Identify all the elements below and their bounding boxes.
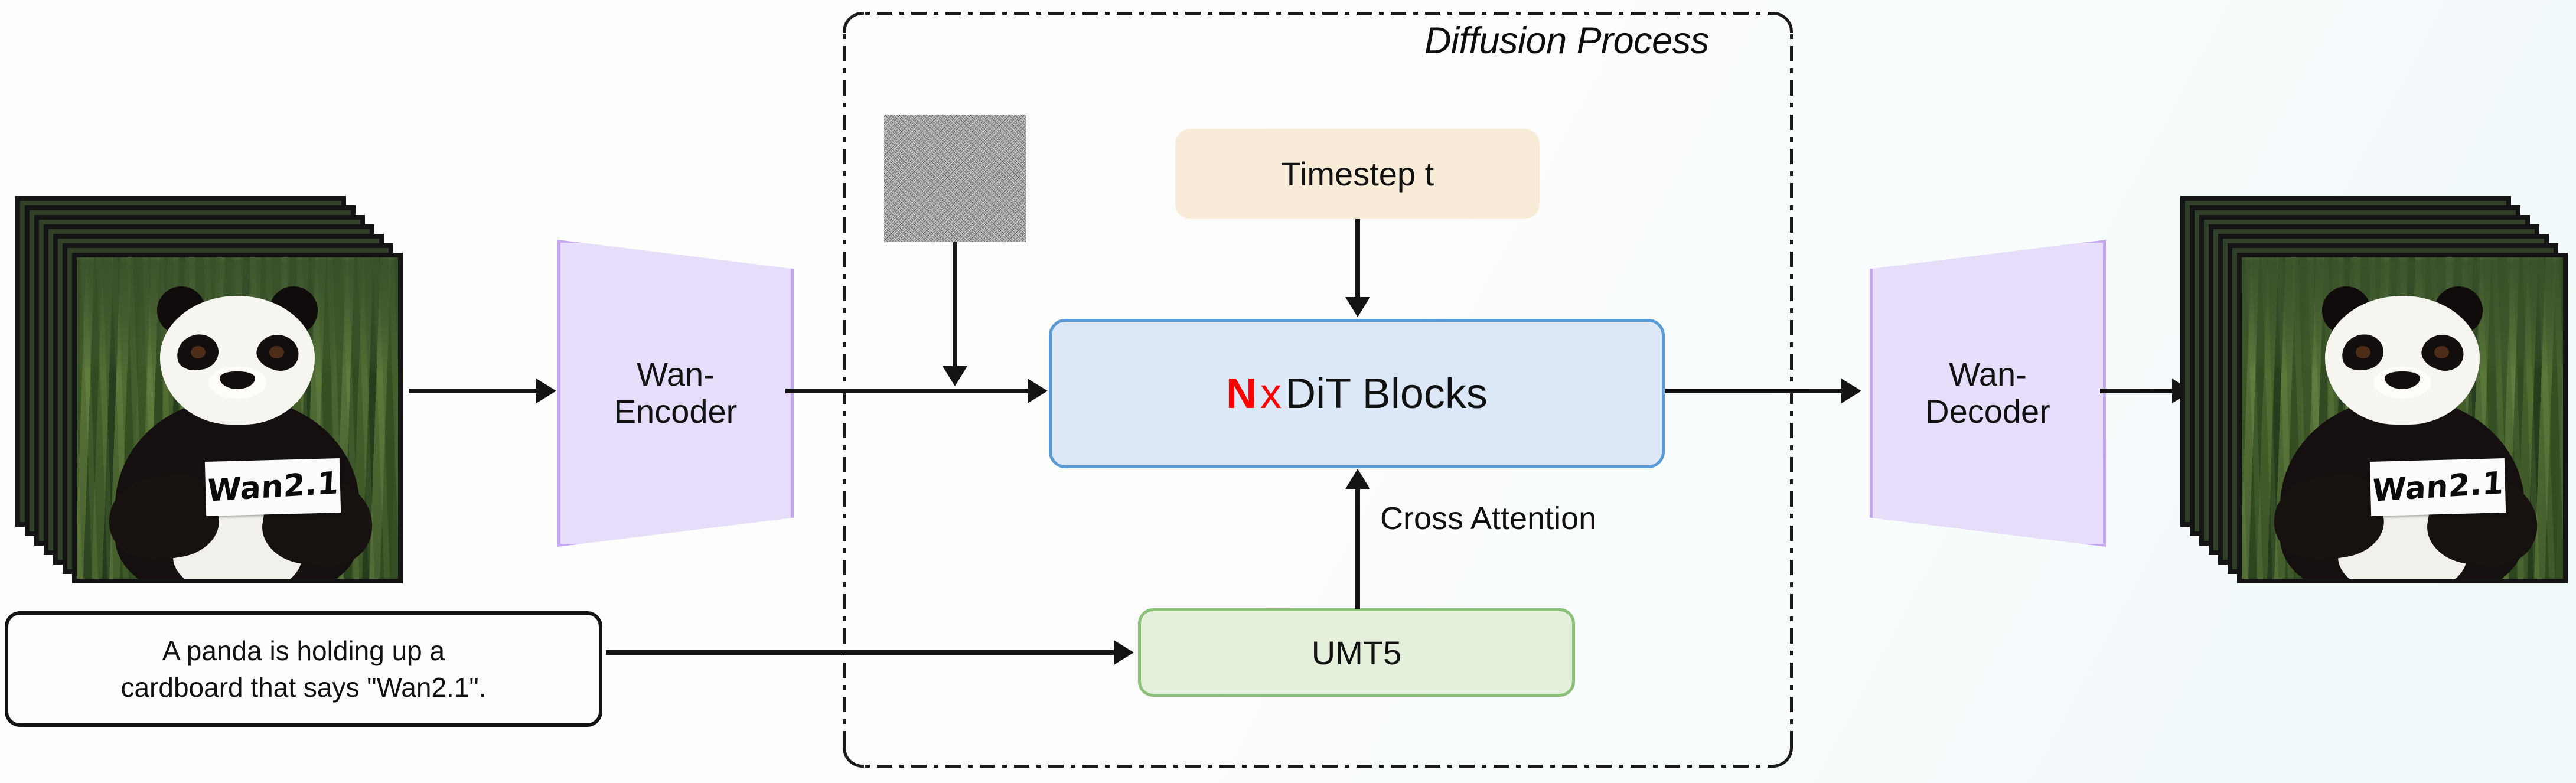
edge-input-to-encoder [409,389,537,393]
prompt-line-2: cardboard that says "Wan2.1". [120,672,487,703]
umt5-text-encoder-node[interactable]: UMT5 [1138,608,1575,697]
panda-nose [220,371,255,390]
panda-pupil-left [2356,345,2370,359]
text-prompt-box[interactable]: A panda is holding up a cardboard that s… [5,611,602,727]
dit-repeat-count: N [1226,370,1257,417]
edge-timestep-to-dit-arrowhead [1345,297,1370,317]
dit-blocks-label: DiT Blocks [1285,370,1488,417]
panda-scene: Wan2.1 [77,257,398,579]
encoder-label-line1: Wan- [637,355,715,393]
dit-multiply-symbol: x [1260,370,1282,417]
edge-umt5-to-dit [1355,489,1360,609]
edge-umt5-to-dit-arrowhead [1345,469,1370,489]
diffusion-process-label: Diffusion Process [1424,20,1709,61]
decoder-label-line1: Wan- [1949,355,2027,393]
text-prompt-content: A panda is holding up a cardboard that s… [120,632,486,706]
edge-encoder-to-dit [785,389,1029,393]
edge-decoder-to-output [2100,389,2174,393]
decoder-label-line2: Decoder [1925,393,2050,430]
region-corner-top-right [1772,12,1793,33]
cardboard-sign: Wan2.1 [2369,458,2506,517]
edge-input-to-encoder-arrowhead [536,379,556,403]
decoder-trapezoid-shape [1870,240,2106,547]
input-video-frame-stack: Wan2.1 [15,196,405,586]
edge-noise-to-latent-arrowhead [943,366,967,386]
prompt-line-1: A panda is holding up a [162,635,445,666]
edge-encoder-to-dit-arrowhead [1028,379,1048,403]
edge-prompt-to-umt5-arrowhead [1114,640,1134,665]
panda-pupil-right [269,345,284,359]
encoder-label-line2: Encoder [614,393,738,430]
region-corner-bottom-left [843,746,864,768]
panda-scene: Wan2.1 [2242,257,2563,579]
umt5-label: UMT5 [1311,634,1402,671]
cardboard-sign: Wan2.1 [204,458,341,517]
cardboard-sign-text: Wan2.1 [2370,465,2505,509]
edge-timestep-to-dit [1355,219,1360,299]
edge-prompt-to-umt5 [606,650,1115,655]
panda-pupil-right [2434,345,2449,359]
frame-sheet-front: Wan2.1 [2237,253,2568,583]
wan-decoder-node[interactable]: Wan- Decoder [1870,240,2106,547]
edge-dit-to-decoder [1665,389,1842,393]
region-corner-bottom-right [1772,746,1793,768]
edge-noise-to-latent [953,242,957,368]
frame-sheet-front: Wan2.1 [72,253,403,583]
region-corner-top-left [843,12,864,33]
wan-encoder-node[interactable]: Wan- Encoder [557,240,794,547]
cardboard-sign-text: Wan2.1 [206,465,340,509]
cross-attention-label: Cross Attention [1380,501,1597,536]
timestep-node[interactable]: Timestep t [1175,129,1540,219]
timestep-label: Timestep t [1280,155,1434,193]
gaussian-noise-patch [884,115,1026,242]
output-video-frame-stack: Wan2.1 [2180,196,2570,586]
wan-encoder-label: Wan- Encoder [614,356,738,430]
wan-decoder-label: Wan- Decoder [1925,356,2050,430]
edge-dit-to-decoder-arrowhead [1841,379,1861,403]
panda-nose [2385,371,2420,390]
panda-pupil-left [191,345,206,359]
